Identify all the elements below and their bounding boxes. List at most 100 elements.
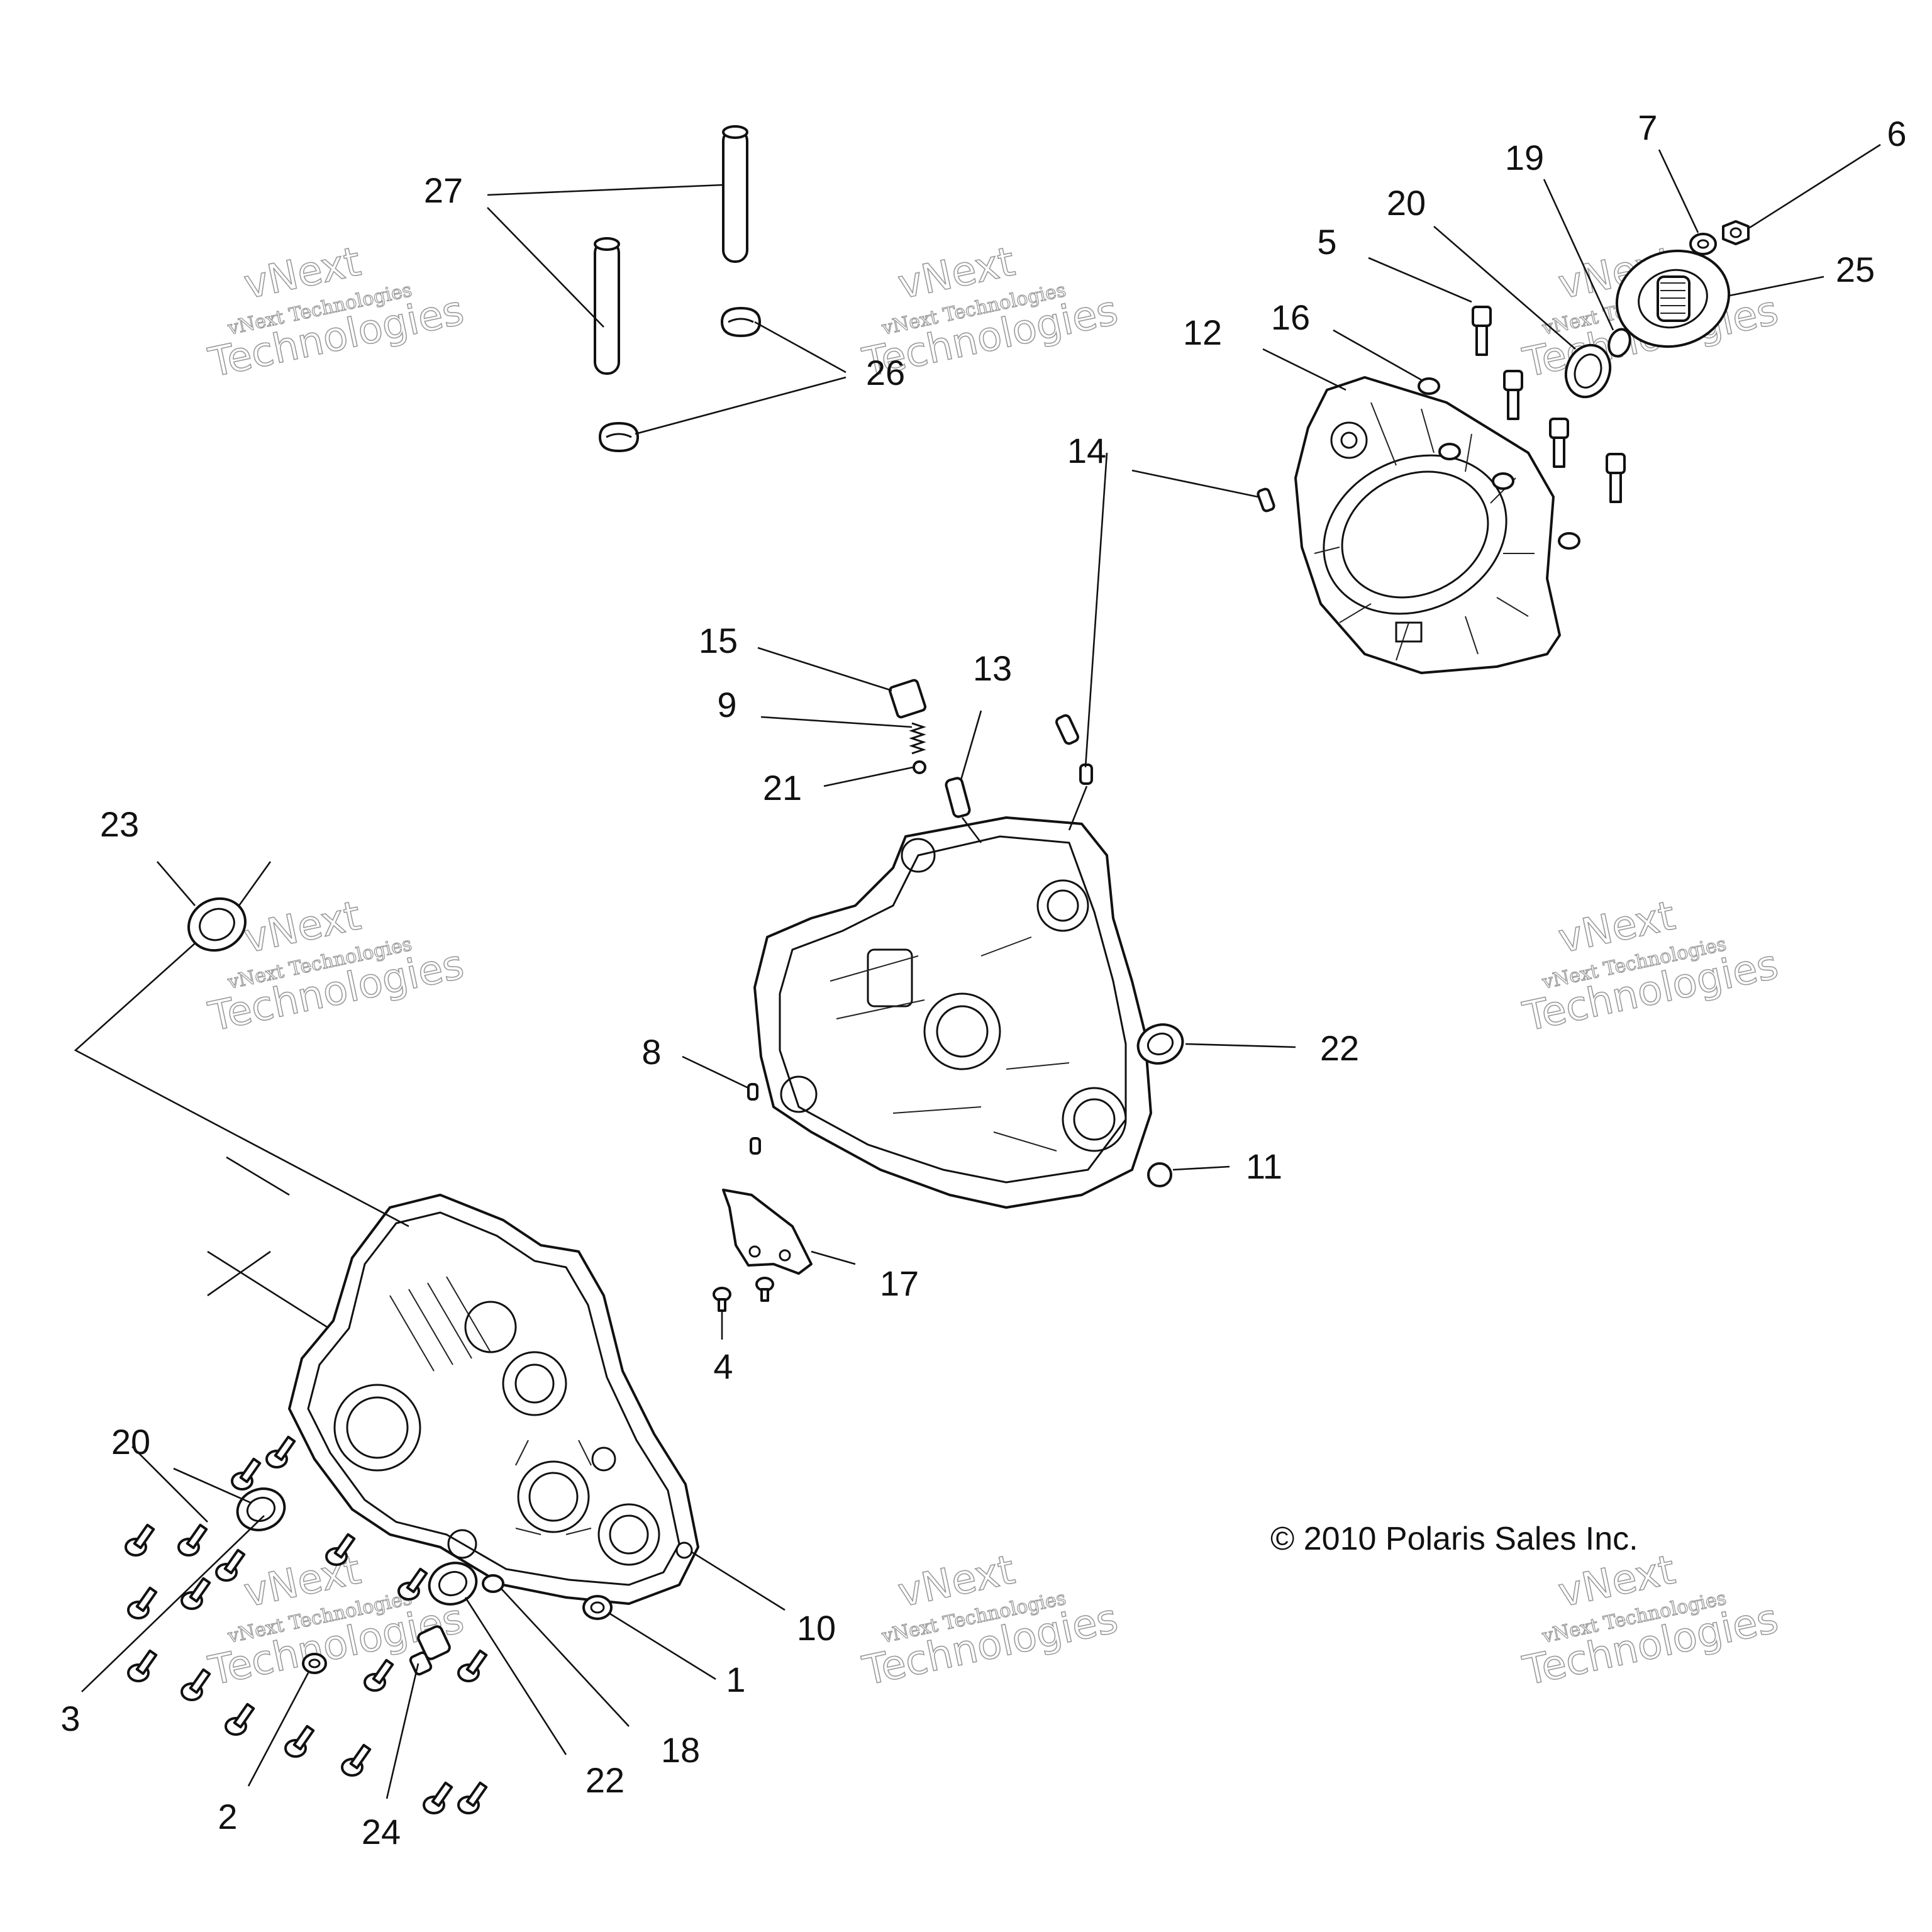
bolt (341, 1743, 372, 1777)
leader-26b (635, 376, 847, 435)
bolt (180, 1577, 211, 1610)
outer-cover-port-upper (464, 1301, 517, 1353)
part-23-seal (187, 897, 247, 952)
gearcase-bore-lower-inner (1073, 1098, 1116, 1141)
gearcase-bore-center-inner (936, 1005, 989, 1058)
callout-4: 4 (713, 1346, 733, 1386)
bolt (325, 1533, 356, 1566)
pin-right-end (722, 125, 748, 139)
outer-cover-bolt-hole (675, 1541, 693, 1559)
clip-upper (721, 307, 761, 337)
bolt (755, 1277, 774, 1302)
bolt (284, 1724, 315, 1758)
bolt (231, 1457, 262, 1491)
leader-axis-top-3 (207, 1250, 271, 1297)
gearcase-ribs (830, 936, 1070, 1152)
gearcase-bore-lower (1062, 1087, 1127, 1152)
leader-24 (386, 1663, 419, 1799)
leader-20-lower (173, 1467, 252, 1504)
gearcase-bearing-upper (1036, 879, 1089, 932)
callout-24: 24 (362, 1812, 401, 1852)
callout-13: 13 (973, 648, 1012, 688)
hub-inner (1638, 269, 1708, 329)
bolt (215, 1548, 246, 1582)
gearcase-port (780, 1075, 818, 1113)
gearcase-dowel-11 (1147, 1162, 1172, 1187)
hub-spline-teeth (1660, 282, 1685, 314)
callout-19: 19 (1505, 138, 1544, 177)
part-8-dowels (747, 1083, 761, 1155)
leader-7 (1658, 149, 1699, 233)
callout-2: 2 (218, 1797, 237, 1836)
outer-cover-boss (447, 1529, 477, 1559)
leader-6 (1749, 143, 1881, 229)
leader-22-right (1185, 1043, 1296, 1048)
leader-15 (757, 647, 892, 692)
part-13-sleeve (945, 777, 971, 818)
part-19-oring (1607, 328, 1631, 358)
gearcase-outline (753, 816, 1152, 1209)
bolt (265, 1435, 296, 1468)
leader-10 (691, 1551, 786, 1611)
callout-21: 21 (763, 768, 802, 808)
gearcase-sensor (867, 948, 913, 1008)
leader-lines (74, 143, 1881, 1799)
part-14-dowel (1055, 487, 1275, 785)
part-5-bolts (1472, 306, 1626, 503)
side-cover-bore (1323, 454, 1507, 615)
callout-9: 9 (717, 685, 736, 724)
callout-22-right: 22 (1320, 1028, 1359, 1068)
callout-25: 25 (1836, 250, 1875, 289)
callout-8: 8 (641, 1032, 661, 1072)
leader-2 (247, 1672, 309, 1787)
outer-cover-fins (389, 1276, 491, 1372)
leader-13 (960, 710, 982, 780)
leader-5 (1368, 257, 1472, 303)
outer-cover-spokes (515, 1440, 592, 1535)
leader-axis-top-1 (226, 1156, 290, 1196)
callout-3: 3 (60, 1699, 80, 1738)
leader-3 (81, 1515, 265, 1692)
bolt (397, 1567, 428, 1601)
part-2-spacer (302, 1653, 327, 1674)
outer-cover-bore-right (597, 1503, 660, 1566)
bolt (1606, 453, 1626, 503)
outer-cover-bore-right-inner (609, 1514, 649, 1555)
callout-6: 6 (1887, 114, 1906, 153)
leader-11 (1172, 1165, 1230, 1171)
callout-layer: 27 26 12 16 5 20 19 7 6 25 14 15 9 13 21… (60, 108, 1906, 1852)
washer (1418, 377, 1440, 395)
callout-26: 26 (866, 353, 905, 392)
clip-lower (599, 422, 639, 452)
pin-right (722, 128, 748, 263)
bolt (1472, 306, 1492, 356)
leader-23 (157, 861, 196, 906)
leader-23-path (74, 943, 409, 1228)
side-cover-tab (1395, 621, 1423, 643)
callout-22-lower: 22 (586, 1760, 625, 1800)
part-7-washer (1689, 233, 1717, 255)
part-20-seal-lower (236, 1487, 286, 1531)
callout-5: 5 (1317, 222, 1336, 262)
part-25-drive-hub (1615, 249, 1731, 348)
part-22-seal-right (1136, 1023, 1184, 1065)
bolt (457, 1781, 488, 1814)
leader-23-axis (238, 861, 272, 906)
outer-cover-bore-center (517, 1460, 590, 1533)
bolt (127, 1586, 158, 1619)
leader-19 (1543, 179, 1614, 331)
leader-8 (682, 1055, 749, 1089)
part-15-plug (888, 679, 927, 719)
leader-20-upper (1433, 226, 1576, 350)
part-3-bolts (125, 1435, 488, 1814)
leader-18 (500, 1587, 630, 1727)
gearcase-bore-center (923, 992, 1001, 1070)
copyright-notice: © 2010 Polaris Sales Inc. (1270, 1521, 1638, 1557)
bolt (423, 1781, 453, 1814)
bolt (713, 1287, 731, 1312)
leader-14a (1131, 469, 1258, 498)
bolt (127, 1649, 158, 1682)
side-cover-boss (1330, 421, 1368, 459)
pin-left-end (594, 237, 620, 251)
washer (1438, 443, 1461, 460)
